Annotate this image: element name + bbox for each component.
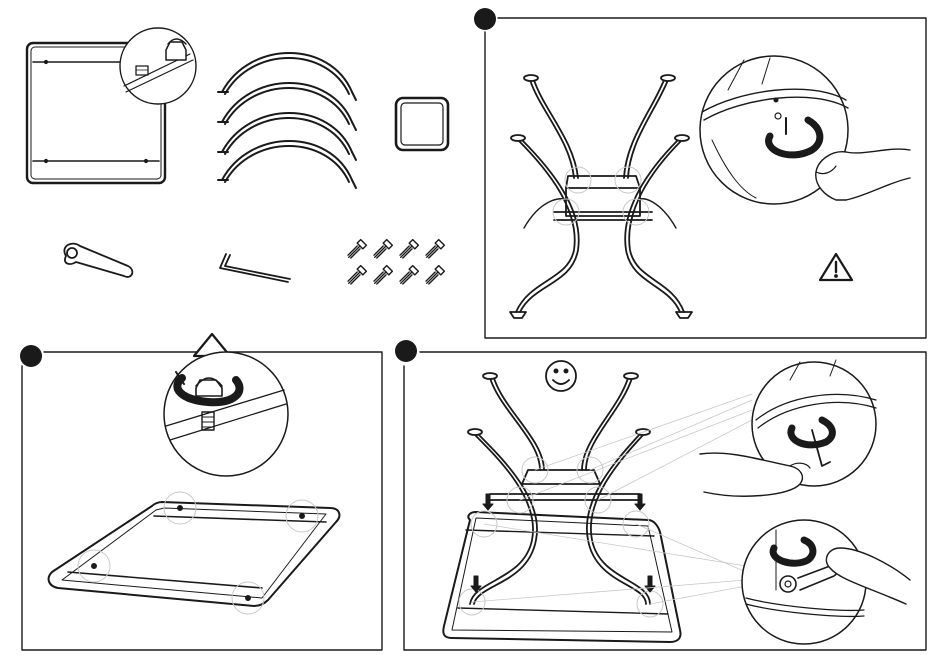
tabletop-icon	[443, 512, 680, 642]
down-arrow-icon	[471, 494, 655, 592]
warning-icon	[820, 254, 852, 280]
allen-key-icon	[220, 254, 290, 282]
step-2-marker-icon	[20, 345, 42, 367]
step-1-marker-icon	[474, 8, 496, 30]
leader-lines	[472, 394, 752, 604]
tabletop-icon	[49, 492, 340, 614]
magnifier-bolt-icon	[700, 56, 910, 204]
step-1-panel	[474, 8, 926, 338]
square-frame-icon	[396, 98, 448, 150]
remove-nut-icon	[164, 352, 288, 476]
cap-nut-icon	[120, 28, 196, 104]
allen-key-icon	[700, 360, 876, 496]
step-3-marker-icon	[395, 340, 417, 362]
spanner-icon	[742, 520, 910, 644]
curved-leg-icon	[218, 53, 356, 188]
leg-frame-icon	[510, 75, 692, 318]
step-2-panel	[20, 334, 382, 650]
spanner-icon	[64, 244, 132, 277]
step-3-panel	[395, 340, 926, 650]
bolt-icon	[346, 240, 445, 287]
smiley-icon	[546, 361, 576, 391]
parts-area	[27, 28, 448, 286]
